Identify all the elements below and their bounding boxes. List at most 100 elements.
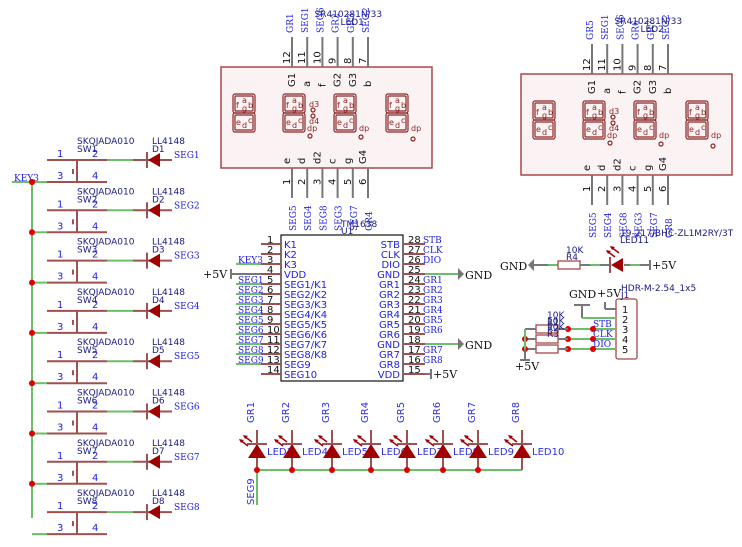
pin-number: 12 xyxy=(282,51,293,64)
diode-ref-label: D8 xyxy=(152,497,165,507)
ic-net-label: GR3 xyxy=(423,296,443,306)
ic-pin-name: VDD xyxy=(284,270,307,281)
segment-lower xyxy=(282,112,306,133)
ic-part-label: TM1638 xyxy=(340,220,377,230)
seg-c: c xyxy=(598,123,602,132)
pin-number: 1 xyxy=(57,300,63,311)
bus-junction xyxy=(29,179,35,185)
led-icon xyxy=(323,444,341,458)
bus-junction xyxy=(29,380,35,387)
pin-number: 2 xyxy=(92,350,98,361)
resistor-ref: R1 xyxy=(547,318,559,328)
segment-lower-inner xyxy=(284,114,304,131)
pin-number: 8 xyxy=(343,58,354,64)
pin-number: 10 xyxy=(267,325,280,336)
diode-part-label: LL4148 xyxy=(152,389,185,399)
seg-d3: d3 xyxy=(609,107,619,116)
bus-junction xyxy=(29,480,35,487)
pin-number: 3 xyxy=(312,179,323,185)
segment-net-label: SEG3 xyxy=(174,252,200,262)
display-net-label: SEG3 xyxy=(635,212,645,238)
seg-b: b xyxy=(548,108,553,117)
pin-number: 25 xyxy=(408,265,421,276)
gnd-symbol xyxy=(458,338,464,350)
display-net-label: SEG4 xyxy=(604,212,614,238)
junction-dot xyxy=(368,467,374,473)
display-net-label: GR4 xyxy=(365,211,375,231)
switch-ref-label: SW6 xyxy=(77,397,98,407)
seg-f: f xyxy=(389,101,392,110)
header-net-label: CLK xyxy=(593,330,613,340)
ic-pin-name: GR3 xyxy=(379,300,400,311)
ic-pin-name: GR6 xyxy=(379,330,400,341)
seg-d: d xyxy=(292,121,297,130)
dp-dot xyxy=(358,134,364,140)
switch-ref-label: SW1 xyxy=(77,145,97,155)
arrow-head xyxy=(464,435,469,439)
ic-pin-name: SEG6/K6 xyxy=(284,330,327,341)
ic-ref-label: U1 xyxy=(341,227,353,237)
pin-number: 2 xyxy=(597,186,608,192)
seg-c: c xyxy=(349,116,353,125)
r4-ref: R4 xyxy=(566,253,578,263)
pin-number: 7 xyxy=(358,58,369,64)
led-icon xyxy=(248,444,266,458)
vcc-label: +5V xyxy=(515,360,540,373)
pin-number: 1 xyxy=(282,179,293,185)
junction-dot xyxy=(590,346,596,352)
seg-a: a xyxy=(592,103,597,112)
ic-net-label: GR2 xyxy=(423,286,443,296)
segment-net-label: SEG7 xyxy=(174,453,200,463)
pin-number: 12 xyxy=(267,345,280,356)
dp-dot xyxy=(710,143,716,149)
ic-net-label: GR6 xyxy=(423,326,443,336)
seg-dp: dp xyxy=(359,124,369,133)
power-led-icon xyxy=(611,258,623,272)
junction-dot xyxy=(475,467,481,473)
pin-number: 1 xyxy=(57,250,63,261)
seg-g: g xyxy=(343,104,348,113)
pin-number: 2 xyxy=(297,179,308,185)
dp-dot xyxy=(310,107,316,113)
ic-net-label: SEG7 xyxy=(238,336,264,346)
pin-number: 2 xyxy=(92,300,98,311)
display-net-label: SEG8 xyxy=(619,212,629,238)
dp-dot xyxy=(610,120,616,126)
led-ref-label: LED10 xyxy=(532,447,564,458)
diode-part-label: LL4148 xyxy=(152,439,185,449)
segment-upper-inner xyxy=(335,95,355,112)
switch-ref-label: SW5 xyxy=(77,346,97,356)
segment-upper-inner xyxy=(387,95,407,112)
seg-a: a xyxy=(643,103,648,112)
arrow-head xyxy=(314,439,319,443)
segment-upper-inner xyxy=(234,95,254,112)
diode-icon xyxy=(148,454,160,469)
pin-number: 5 xyxy=(343,179,354,185)
diode-part-label: LL4148 xyxy=(152,137,185,147)
pin-number: 15 xyxy=(408,365,421,376)
seg-e: e xyxy=(236,118,241,127)
seg-d: d xyxy=(592,128,597,137)
pin-number: 14 xyxy=(267,365,280,376)
seg-d3: d3 xyxy=(309,100,319,109)
seg-dp: dp xyxy=(607,131,617,140)
seg-e: e xyxy=(337,118,342,127)
dp-dot xyxy=(610,114,616,120)
pin-name: g xyxy=(643,165,654,171)
pin-number: 3 xyxy=(57,523,63,534)
segment-lower-inner xyxy=(234,114,254,131)
header-ref: J1 xyxy=(620,291,629,301)
led-net-label: GR4 xyxy=(360,402,371,423)
pullup-resistor xyxy=(535,344,559,354)
seg-g: g xyxy=(542,111,547,120)
ic-body xyxy=(280,234,404,382)
pin-number: 16 xyxy=(408,355,421,366)
led-ref-label: LED6 xyxy=(381,447,407,458)
resistor-value: 10K xyxy=(547,317,565,327)
pin-name: f xyxy=(317,83,328,87)
header-pin-number: 1 xyxy=(622,305,628,316)
bus-junction xyxy=(29,329,35,336)
